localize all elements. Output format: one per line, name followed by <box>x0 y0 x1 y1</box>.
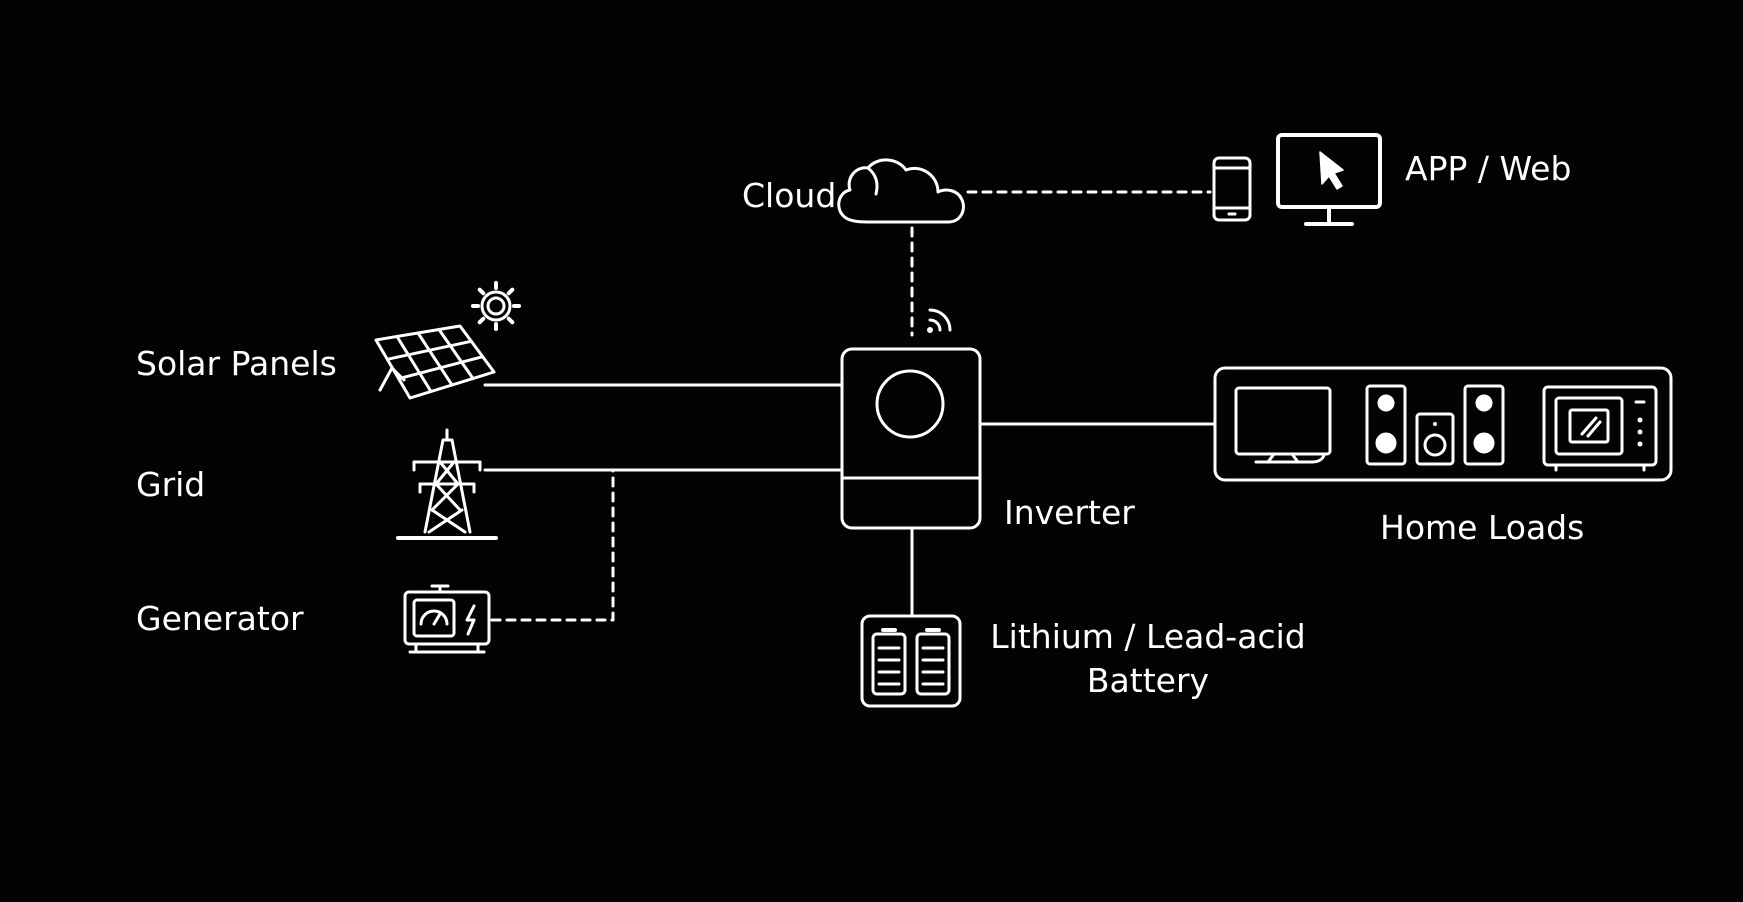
transmission-tower-icon <box>396 428 498 540</box>
generator-to-grid-dashed-line <box>490 468 615 622</box>
grid-label: Grid <box>136 465 206 504</box>
battery-label-line2: Battery <box>1086 660 1210 700</box>
solar-panel-icon <box>374 324 496 400</box>
battery-icon <box>860 614 962 708</box>
app-web-label: APP / Web <box>1405 149 1572 188</box>
home-loads-label: Home Loads <box>1380 508 1585 547</box>
cloud-icon <box>837 158 965 224</box>
wifi-icon <box>927 308 952 333</box>
cursor-icon <box>1319 151 1344 190</box>
connections <box>483 190 1217 622</box>
cloud-label: Cloud <box>742 176 837 215</box>
sun-icon <box>471 281 521 331</box>
inverter-label: Inverter <box>1004 493 1135 532</box>
battery-label: Lithium / Lead-acid Battery <box>978 618 1318 700</box>
solar-panels-label: Solar Panels <box>136 344 337 383</box>
microwave-icon <box>1542 385 1658 472</box>
generator-label: Generator <box>136 599 304 638</box>
monitor-icon <box>1276 133 1382 226</box>
battery-label-line1: Lithium / Lead-acid <box>990 617 1306 656</box>
smartphone-icon <box>1212 156 1252 222</box>
home-loads-box <box>1213 366 1673 482</box>
generator-icon <box>403 584 491 654</box>
inverter-icon <box>840 347 982 530</box>
speakers-icon <box>1365 384 1505 466</box>
tv-icon <box>1234 386 1332 464</box>
